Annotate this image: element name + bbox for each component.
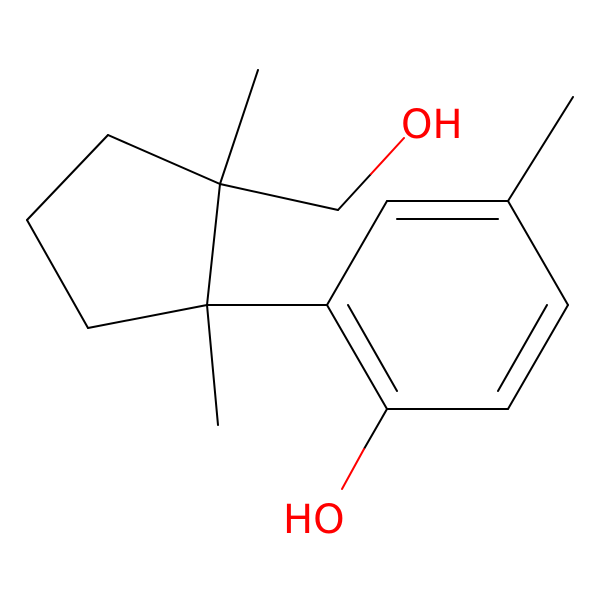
aromatic-bond-a1-a2 [326, 200, 388, 306]
hydroxymethyl-oh-label: OH [401, 102, 463, 148]
ch2-o-bond-oxygen-part [370, 137, 405, 175]
ch2-bond [219, 183, 339, 211]
ch2-o-bond-carbon-part [337, 173, 372, 211]
aryl-methyl-bond [507, 96, 574, 202]
ring-bond-c2-c3 [26, 134, 109, 221]
aromatic-bond-a3-a4 [507, 200, 569, 306]
aromatic-bond-a6-a1-inner [347, 304, 398, 392]
aromatic-bond-a4-a5-inner [497, 304, 548, 392]
ring-bond-c5-c1 [206, 183, 221, 306]
aromatic-bond-a4-a5 [507, 304, 569, 410]
ring-bond-c3-c4 [26, 219, 89, 329]
aromatic-bond-a6-a1 [326, 304, 388, 410]
cyclopentane-ring [26, 134, 221, 329]
phenol-o-bond-oxygen-part [341, 448, 365, 490]
benzene-ring [326, 200, 569, 410]
ring-bond-c4-c5 [87, 304, 208, 329]
phenol-ho-label: HO [283, 497, 345, 543]
methyl-bond-upper [219, 69, 259, 185]
methyl-bond-lower [206, 304, 219, 426]
ring-bond-c1-c2 [107, 134, 221, 185]
phenol-o-bond-carbon-part [363, 408, 388, 450]
